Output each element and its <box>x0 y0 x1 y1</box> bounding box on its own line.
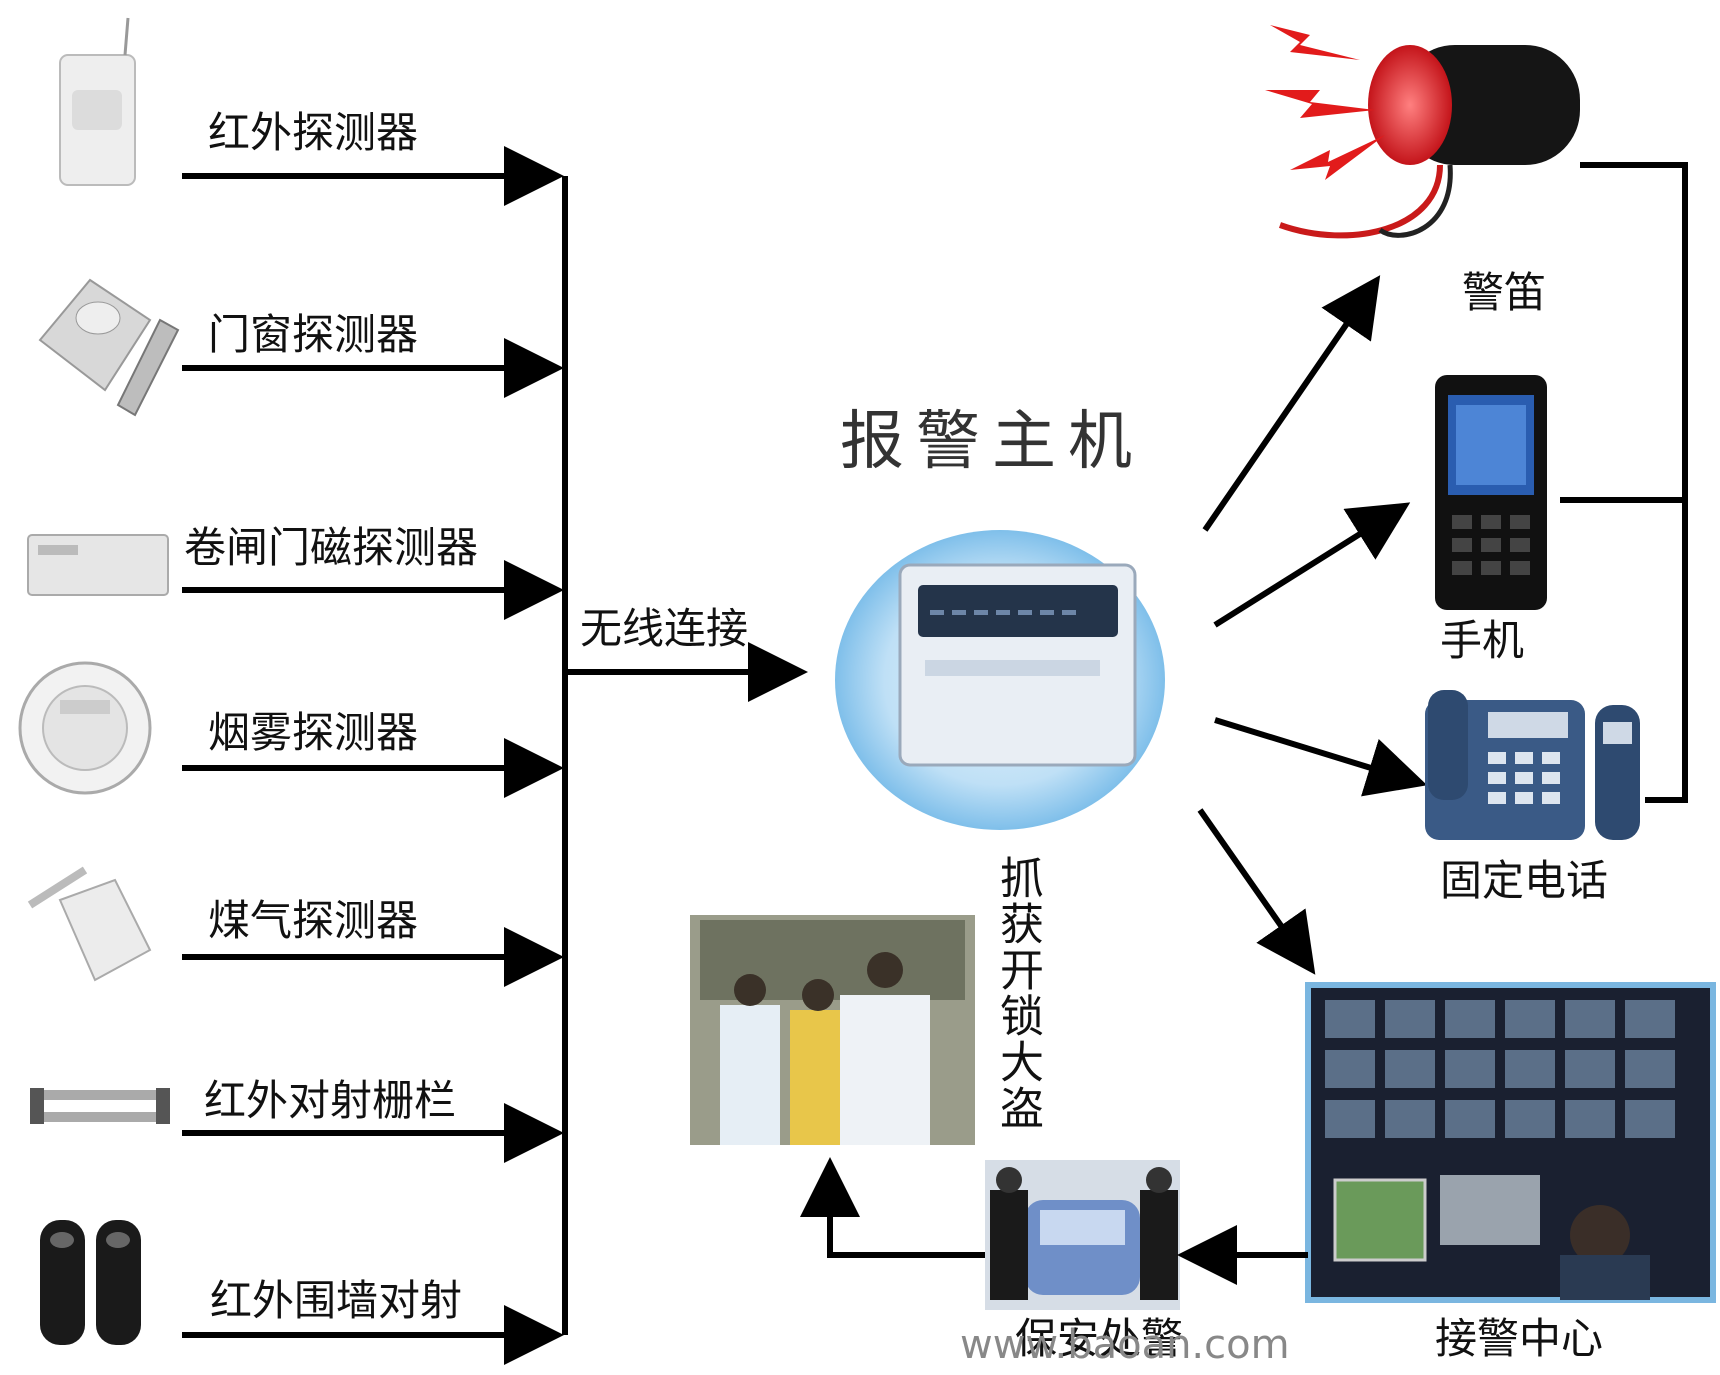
siren-lightning-icon <box>1265 25 1385 180</box>
gas-detector-icon <box>27 866 152 982</box>
return-arrows <box>800 1157 1308 1285</box>
right-connector <box>1560 162 1688 803</box>
infrared-fence-icon <box>30 1088 170 1124</box>
capture-label: 抓获开锁大盗 <box>992 855 1043 1131</box>
sensor-label-pir: 红外探测器 <box>208 108 419 157</box>
alarm-host-title: 报警主机 <box>840 405 1144 479</box>
security-response-image <box>985 1160 1180 1310</box>
siren-label: 警笛 <box>1462 268 1547 317</box>
infrared-wall-icon <box>40 1220 141 1345</box>
sensor-label-smoke: 烟雾探测器 <box>208 708 419 757</box>
output-arrows <box>1197 275 1428 975</box>
pir-sensor-icon <box>59 17 136 186</box>
landline-phone-icon <box>1425 690 1640 840</box>
sensor-arrows <box>182 146 564 1365</box>
landline-label: 固定电话 <box>1440 856 1609 905</box>
police-label: 保安处警 <box>1015 1314 1184 1363</box>
sensor-label-rolling-door: 卷闸门磁探测器 <box>184 523 479 572</box>
wireless-label: 无线连接 <box>580 604 749 653</box>
capture-image <box>690 915 975 1145</box>
center-label: 接警中心 <box>1435 1314 1604 1363</box>
smoke-detector-icon <box>18 661 152 795</box>
monitoring-center-image <box>1305 982 1716 1303</box>
siren-icon <box>1278 45 1580 239</box>
sensor-label-ir-wall: 红外围墙对射 <box>210 1276 463 1325</box>
sensor-label-ir-fence: 红外对射栅栏 <box>204 1076 457 1125</box>
rolling-door-sensor-icon <box>27 534 169 596</box>
phone-label: 手机 <box>1440 616 1525 665</box>
watermark-text: www.baoan.com <box>960 1322 1290 1368</box>
mobile-phone-icon <box>1435 375 1547 610</box>
alarm-host-panel <box>835 530 1165 830</box>
sensor-label-door-window: 门窗探测器 <box>208 310 419 359</box>
door-window-sensor-icon <box>38 278 180 417</box>
sensor-label-gas: 煤气探测器 <box>208 896 419 945</box>
